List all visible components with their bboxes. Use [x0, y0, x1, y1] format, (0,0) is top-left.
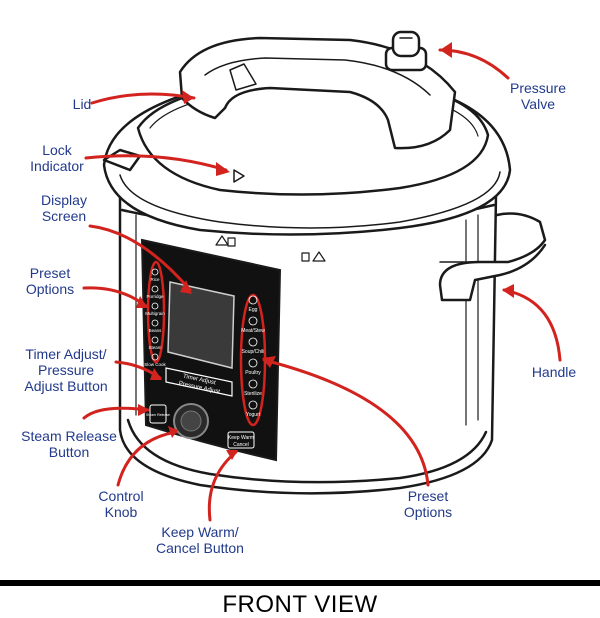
preset-label-right-2: Soup/Chili	[242, 349, 265, 355]
preset-icon-right-5	[248, 400, 258, 410]
label-steam-release: Steam Release Button	[21, 428, 117, 460]
label-keep-warm: Keep Warm/ Cancel Button	[156, 524, 244, 556]
preset-label-left-1: Porridge	[146, 294, 164, 299]
preset-icon-right-1	[248, 316, 258, 326]
preset-icon-right-4	[248, 379, 258, 389]
arrow-lid	[90, 92, 196, 105]
keep-warm-text-1: Keep Warm	[228, 435, 254, 441]
preset-label-right-3: Poultry	[245, 370, 261, 376]
preset-label-left-2: Multigrain	[145, 311, 165, 316]
label-lock-indicator: Lock Indicator	[30, 142, 84, 174]
steam-release-button-shape	[149, 404, 167, 424]
arrow-lock-indicator	[84, 154, 228, 172]
arrow-handle	[502, 288, 562, 362]
arrow-control-knob	[116, 430, 178, 487]
pressure-cooker-illustration: Timer Adjust Pressure Adjust Keep Warm C…	[82, 30, 562, 522]
label-handle: Handle	[531, 364, 577, 380]
preset-icon-right-2	[248, 337, 258, 347]
preset-icon-left-2	[151, 302, 159, 310]
label-pressure-valve: Pressure Valve	[509, 80, 567, 112]
steam-release-button-text: Steam Release	[146, 413, 170, 417]
label-lid: Lid	[72, 96, 92, 112]
preset-label-left-3: Beans	[149, 328, 163, 333]
preset-label-right-1: Meat/Stew	[241, 328, 265, 334]
label-preset-options-right: Preset Options	[403, 488, 453, 520]
preset-label-right-4: Sterilize	[244, 391, 262, 397]
pressure-valve-cap	[391, 30, 421, 58]
preset-icon-right-3	[248, 358, 258, 368]
preset-icon-left-5	[151, 353, 159, 361]
preset-label-right-0: Egg	[249, 307, 258, 313]
preset-label-left-0: Rice	[150, 277, 159, 282]
arrow-display-screen	[88, 224, 192, 292]
display-screen	[167, 281, 235, 369]
preset-icon-left-1	[151, 285, 159, 293]
preset-label-right-5: Yogurt	[246, 412, 261, 418]
preset-label-left-4: Steam	[148, 345, 161, 350]
footer-title: FRONT VIEW	[222, 591, 378, 618]
keep-warm-button-shape	[227, 431, 255, 449]
timer-adjust-button-shape	[165, 367, 233, 397]
preset-icon-left-4	[151, 336, 159, 344]
label-preset-options-left: Preset Options	[25, 265, 75, 297]
preset-icon-left-0	[151, 268, 159, 276]
preset-icon-left-3	[151, 319, 159, 327]
preset-label-left-5: Slow Cook	[144, 362, 166, 367]
keep-warm-text-2: Cancel	[233, 442, 249, 448]
cooker-base-band	[126, 418, 488, 484]
label-display-screen: Display Screen	[41, 192, 87, 224]
footer-divider	[0, 580, 600, 586]
label-timer-adjust: Timer Adjust/ Pressure Adjust Button	[24, 346, 108, 394]
preset-icon-right-0	[248, 295, 258, 305]
arrow-preset-right	[262, 358, 430, 487]
label-control-knob: Control Knob	[98, 488, 144, 520]
